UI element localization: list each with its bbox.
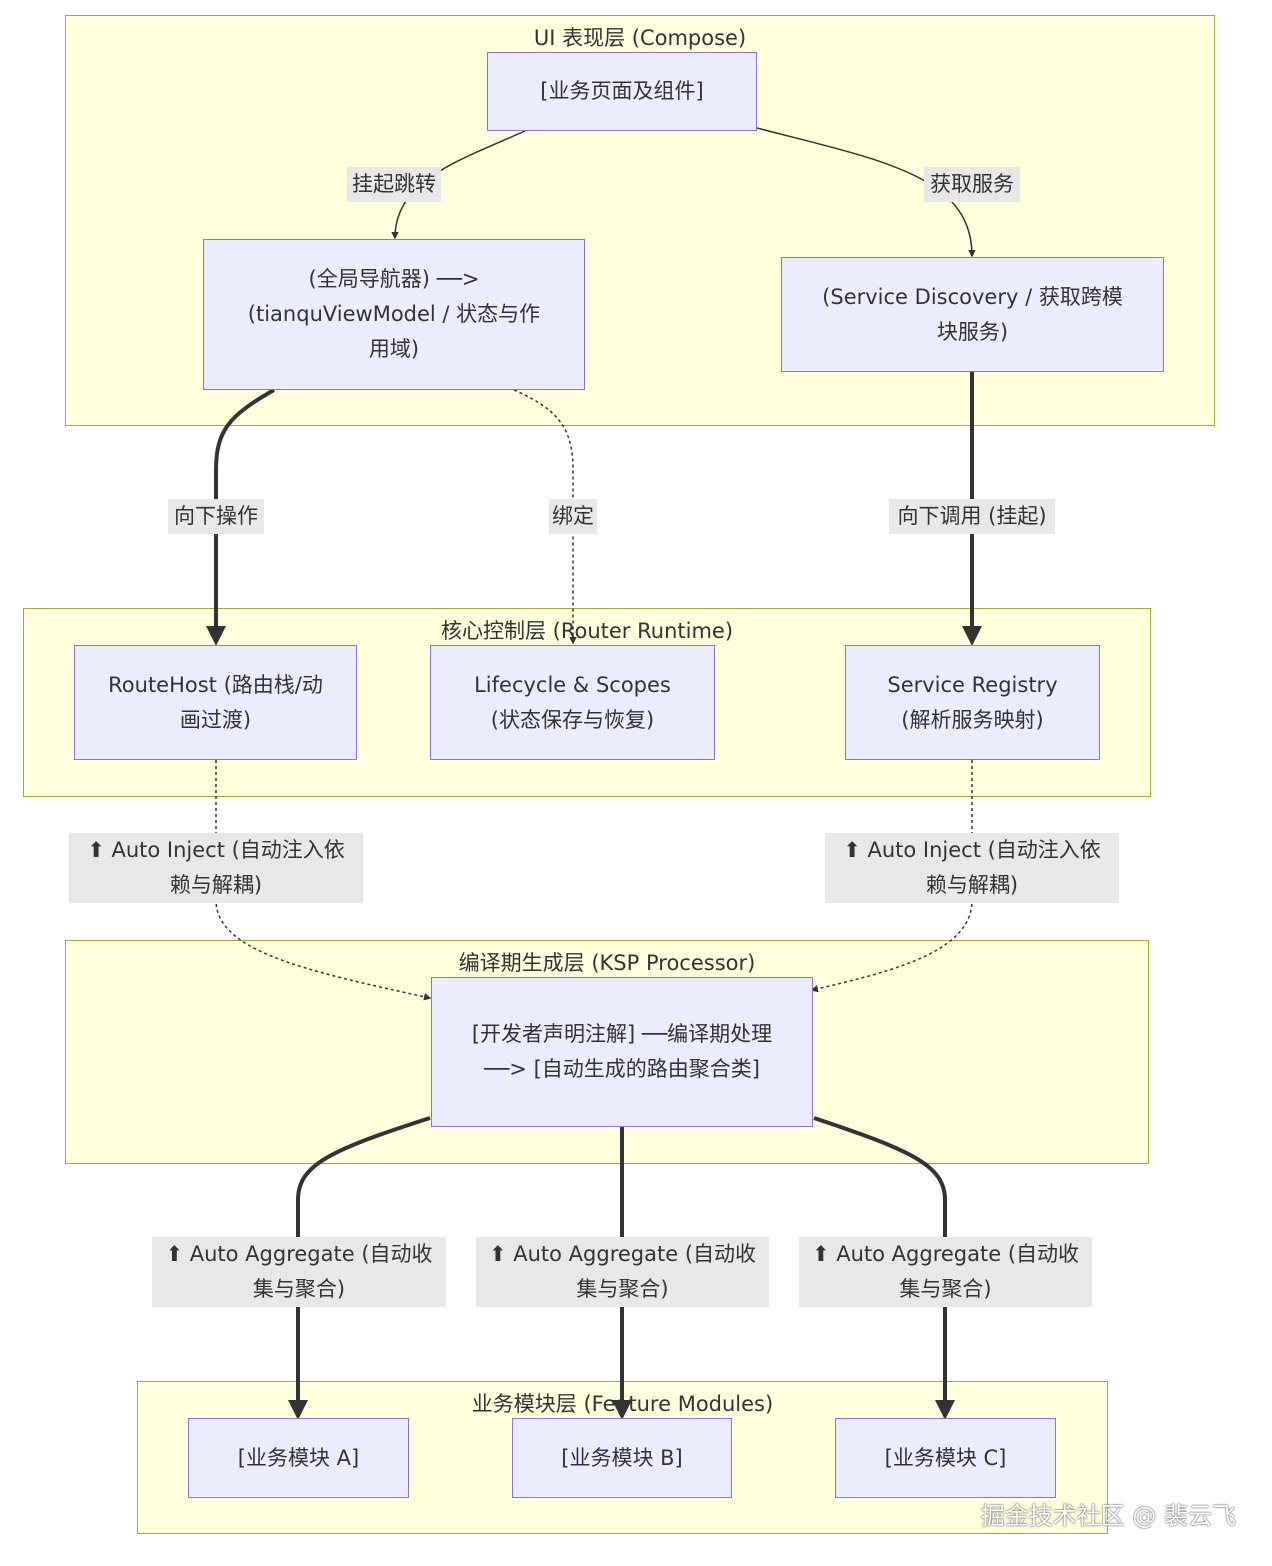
- node-business-pages-label: [业务页面及组件]: [540, 79, 704, 103]
- node-module-b[interactable]: [业务模块 B]: [512, 1418, 732, 1498]
- node-service-registry-label: Service Registry (解析服务映射): [887, 672, 1058, 732]
- node-global-navigator[interactable]: (全局导航器) ──> (tianquViewModel / 状态与作用域): [203, 239, 585, 390]
- edge-label-aggregate-c: ⬆ Auto Aggregate (自动收集与聚合): [799, 1237, 1092, 1307]
- node-service-discovery-label: (Service Discovery / 获取跨模块服务): [822, 284, 1123, 344]
- node-business-pages[interactable]: [业务页面及组件]: [487, 52, 757, 131]
- cluster-core-title: 核心控制层 (Router Runtime): [440, 619, 734, 643]
- cluster-ui-title: UI 表现层 (Compose): [533, 26, 747, 50]
- node-module-a[interactable]: [业务模块 A]: [188, 1418, 409, 1498]
- edge-pages-service: [756, 127, 976, 258]
- edge-ksp-module-a: [288, 1116, 431, 1420]
- edge-label-get-service: 获取服务: [924, 167, 1020, 202]
- node-lifecycle-scopes-label: Lifecycle & Scopes (状态保存与恢复): [474, 672, 671, 732]
- node-service-discovery[interactable]: (Service Discovery / 获取跨模块服务): [781, 257, 1164, 372]
- node-module-c[interactable]: [业务模块 C]: [835, 1418, 1056, 1498]
- edge-navigator-routehost: [206, 388, 275, 646]
- edge-registry-ksp: [810, 760, 973, 993]
- node-global-navigator-label: (全局导航器) ──> (tianquViewModel / 状态与作用域): [247, 267, 541, 361]
- edge-label-aggregate-a: ⬆ Auto Aggregate (自动收集与聚合): [152, 1237, 446, 1307]
- edge-label-inject-right: ⬆ Auto Inject (自动注入依赖与解耦): [825, 833, 1119, 903]
- node-module-b-label: [业务模块 B]: [561, 1445, 683, 1470]
- edge-label-suspend-jump: 挂起跳转: [347, 167, 441, 202]
- node-route-host[interactable]: RouteHost (路由栈/动画过渡): [74, 645, 357, 760]
- edge-label-down-op: 向下操作: [168, 499, 264, 534]
- edge-navigator-lifecycle: [513, 389, 577, 645]
- edge-ksp-module-c: [813, 1116, 955, 1420]
- cluster-ksp-title: 编译期生成层 (KSP Processor): [458, 951, 756, 975]
- edge-label-inject-left: ⬆ Auto Inject (自动注入依赖与解耦): [69, 833, 363, 903]
- edge-label-down-call: 向下调用 (挂起): [889, 499, 1055, 534]
- watermark: 掘金技术社区 @ 裴云飞: [980, 1502, 1236, 1530]
- node-lifecycle-scopes[interactable]: Lifecycle & Scopes (状态保存与恢复): [430, 645, 715, 760]
- node-ksp-processor[interactable]: [开发者声明注解] ──编译期处理──> [自动生成的路由聚合类]: [431, 977, 813, 1127]
- edge-label-aggregate-b: ⬆ Auto Aggregate (自动收集与聚合): [476, 1237, 769, 1307]
- node-service-registry[interactable]: Service Registry (解析服务映射): [845, 645, 1100, 760]
- node-module-a-label: [业务模块 A]: [237, 1445, 360, 1470]
- node-ksp-processor-label: [开发者声明注解] ──编译期处理──> [自动生成的路由聚合类]: [471, 1022, 773, 1081]
- node-route-host-label: RouteHost (路由栈/动画过渡): [108, 672, 323, 732]
- edge-label-bind: 绑定: [549, 499, 597, 534]
- node-module-c-label: [业务模块 C]: [884, 1445, 1007, 1470]
- edge-routehost-ksp: [215, 760, 432, 1001]
